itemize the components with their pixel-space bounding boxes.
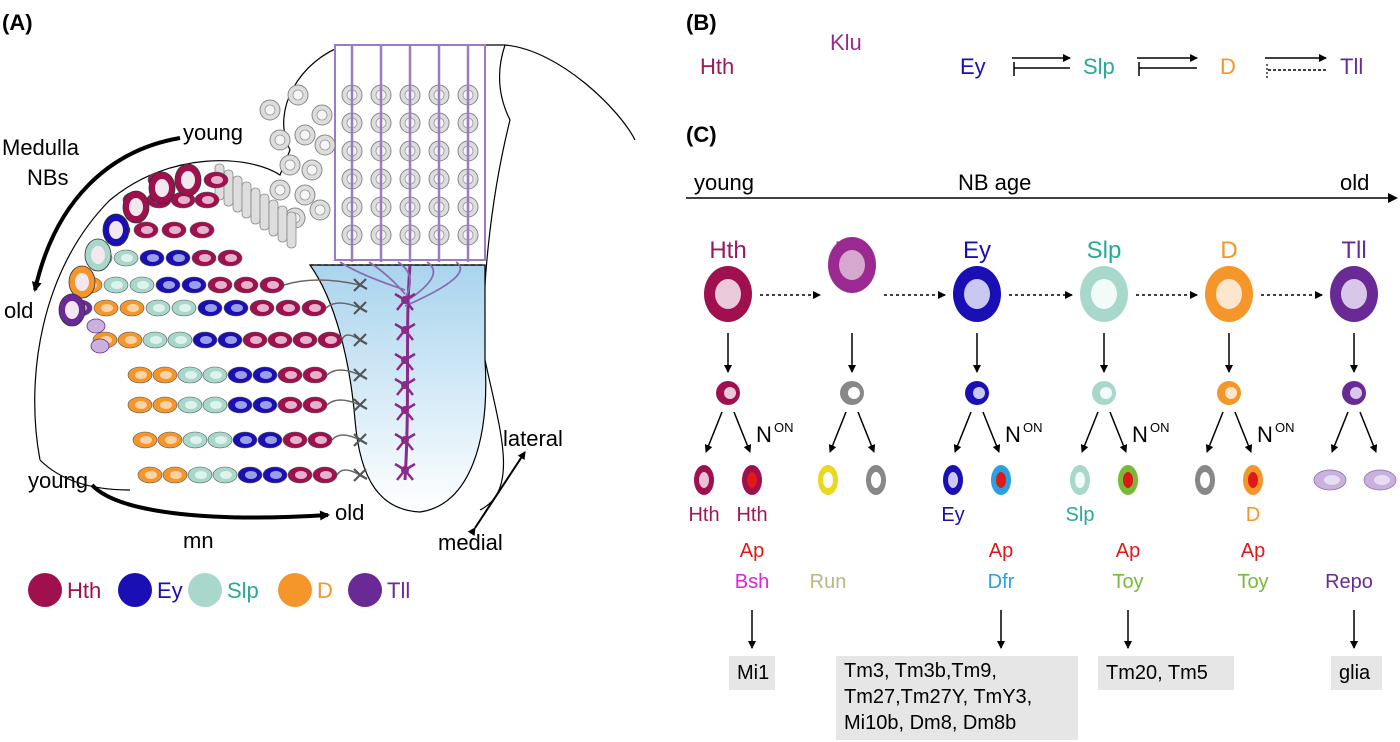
output-ey-line3: Mi10b, Dm8, Dm8b xyxy=(844,712,1017,734)
column-klu: KluRun xyxy=(810,237,946,593)
notch-sup: ON xyxy=(1150,420,1170,435)
ap-label: Ap xyxy=(1116,540,1140,562)
output-slp: Tm20, Tm5 xyxy=(1098,656,1234,690)
young-top-label: young xyxy=(183,120,243,145)
tf-label: Bsh xyxy=(735,571,769,593)
neuroblast-rows xyxy=(58,163,368,484)
neuroepithelial-cell xyxy=(268,199,279,237)
output-ey-line2: Tm27,Tm27Y, TmY3, xyxy=(844,686,1033,708)
daughter-left-label: Slp xyxy=(1066,504,1095,526)
brain-outline xyxy=(34,44,636,461)
neuroepithelial-cell xyxy=(277,205,288,243)
legend-label-tll: Tll xyxy=(387,578,410,603)
legend-swatch-d xyxy=(278,573,312,607)
legend-label-slp: Slp xyxy=(227,578,259,603)
panel-b-diagram: Hth Klu Ey Slp D Tll xyxy=(700,30,1363,79)
mn-arrow xyxy=(90,483,330,521)
ap-label: Ap xyxy=(740,540,764,562)
old-bottom-label: old xyxy=(335,500,364,525)
neuroepithelial-cell xyxy=(250,187,261,225)
notch-label: N xyxy=(1257,422,1273,447)
neuroepithelial-cell xyxy=(286,211,297,249)
notch-label: N xyxy=(1005,422,1021,447)
tf-label: Run xyxy=(810,571,847,593)
notch-sup: ON xyxy=(1275,420,1295,435)
medial-label: medial xyxy=(438,530,503,555)
legend-swatch-hth xyxy=(28,573,62,607)
output-ey-box: Tm3, Tm3b,Tm9, Tm27,Tm27Y, TmY3, Mi10b, … xyxy=(836,656,1078,740)
column-name: D xyxy=(1220,237,1237,264)
daughter-right-label: Hth xyxy=(736,504,767,526)
panel-a-diagram: Medulla NBs young old young old mn later… xyxy=(2,44,636,607)
column-name: Ey xyxy=(963,237,991,264)
old-left-label: old xyxy=(4,298,33,323)
daughter-right-label: D xyxy=(1246,504,1260,526)
ap-label: Ap xyxy=(1241,540,1265,562)
tf-label: Toy xyxy=(1237,571,1268,593)
axis-old: old xyxy=(1340,170,1369,195)
tf-label: Toy xyxy=(1112,571,1143,593)
daughter-left-label: Ey xyxy=(941,504,964,526)
panel-a-label: (A) xyxy=(2,10,33,35)
legend-label-d: D xyxy=(317,578,333,603)
column-name: Slp xyxy=(1087,237,1122,264)
medulla-label: Medulla xyxy=(2,135,80,160)
young-bottom-label: young xyxy=(28,468,88,493)
output-glia: glia xyxy=(1331,656,1382,690)
b-slp: Slp xyxy=(1083,54,1115,79)
axis-nb-age: NB age xyxy=(958,170,1031,195)
ap-label: Ap xyxy=(989,540,1013,562)
neuroepithelial-cell xyxy=(259,193,270,231)
tf-label: Repo xyxy=(1325,571,1373,593)
notch-sup: ON xyxy=(1023,420,1043,435)
nbs-label: NBs xyxy=(27,165,69,190)
b-d: D xyxy=(1220,54,1236,79)
b-klu: Klu xyxy=(830,30,862,55)
lateral-label: lateral xyxy=(503,426,563,451)
panel-c-diagram: young NB age old HthNONHthHthApBshKluRun… xyxy=(686,170,1398,649)
legend-label-ey: Ey xyxy=(157,578,183,603)
nb-age-arrow xyxy=(31,136,181,292)
axis-young: young xyxy=(694,170,754,195)
b-hth: Hth xyxy=(700,54,734,79)
neuroepithelial-cell xyxy=(241,181,252,219)
neuron-tree xyxy=(339,261,462,481)
temporal-columns: HthNONHthHthApBshKluRunEyNONEyApDfrSlpNO… xyxy=(688,237,1397,649)
legend: Hth Ey Slp D Tll xyxy=(28,573,410,607)
output-mi1: Mi1 xyxy=(729,656,775,690)
output-ey-line1: Tm3, Tm3b,Tm9, xyxy=(844,660,997,682)
column-name: Hth xyxy=(709,237,746,264)
legend-swatch-tll xyxy=(348,573,382,607)
legend-swatch-slp xyxy=(188,573,222,607)
panel-b-label: (B) xyxy=(686,10,717,35)
column-name: Tll xyxy=(1341,237,1366,264)
daughter-left-label: Hth xyxy=(688,504,719,526)
lateral-medial-arrow xyxy=(467,451,526,537)
legend-label-hth: Hth xyxy=(67,578,101,603)
notch-label: N xyxy=(756,422,772,447)
notch-sup: ON xyxy=(774,420,794,435)
notch-label: N xyxy=(1132,422,1148,447)
b-ey: Ey xyxy=(960,54,986,79)
b-tll: Tll xyxy=(1340,54,1363,79)
legend-swatch-ey xyxy=(118,573,152,607)
panel-c-label: (C) xyxy=(686,122,717,147)
mn-label: mn xyxy=(183,528,214,553)
tf-label: Dfr xyxy=(988,571,1015,593)
neuroepithelial-cell xyxy=(232,175,243,213)
